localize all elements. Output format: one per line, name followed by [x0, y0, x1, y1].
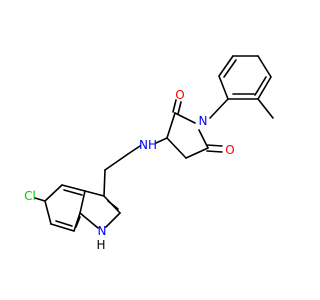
bond — [257, 76, 272, 100]
bond — [172, 99, 177, 113]
bond — [44, 200, 52, 225]
carbonyl-oxygen-right-label: O — [225, 143, 234, 157]
bond — [63, 189, 83, 196]
bond — [104, 153, 129, 171]
amine-nitrogen-label: NH — [139, 138, 157, 152]
imide-nitrogen-label: N — [199, 114, 208, 128]
bond — [166, 112, 176, 139]
bond — [50, 223, 75, 232]
bond — [206, 150, 223, 153]
bond — [206, 144, 223, 147]
bond — [73, 212, 81, 232]
atom-label-group: O O N NH Cl N H — [24, 88, 235, 252]
bond — [107, 200, 119, 210]
chlorine-label: Cl — [24, 189, 36, 203]
bond — [44, 184, 63, 202]
bond — [127, 145, 141, 155]
bond — [79, 190, 86, 214]
bond — [218, 55, 234, 77]
bond — [155, 137, 168, 144]
bond — [257, 55, 272, 78]
bond — [105, 212, 121, 228]
bond — [166, 137, 187, 159]
indole-nitrogen-label: N — [98, 224, 107, 238]
bond — [209, 98, 229, 119]
bond — [103, 169, 106, 197]
bond — [218, 75, 229, 100]
carbonyl-oxygen-top-label: O — [175, 88, 184, 102]
bond — [75, 216, 81, 228]
bond — [84, 190, 105, 197]
bond — [223, 59, 237, 78]
molecule-structure-drawing: O O N NH Cl N H — [24, 55, 274, 252]
indole-hydrogen-label: H — [96, 238, 105, 252]
bond — [177, 101, 182, 115]
bond — [34, 197, 46, 202]
bond — [61, 184, 86, 192]
bond — [79, 212, 99, 229]
bond — [257, 98, 274, 119]
bond-group — [34, 55, 274, 232]
bond — [185, 147, 209, 159]
bond — [55, 220, 73, 227]
bond — [254, 76, 267, 96]
